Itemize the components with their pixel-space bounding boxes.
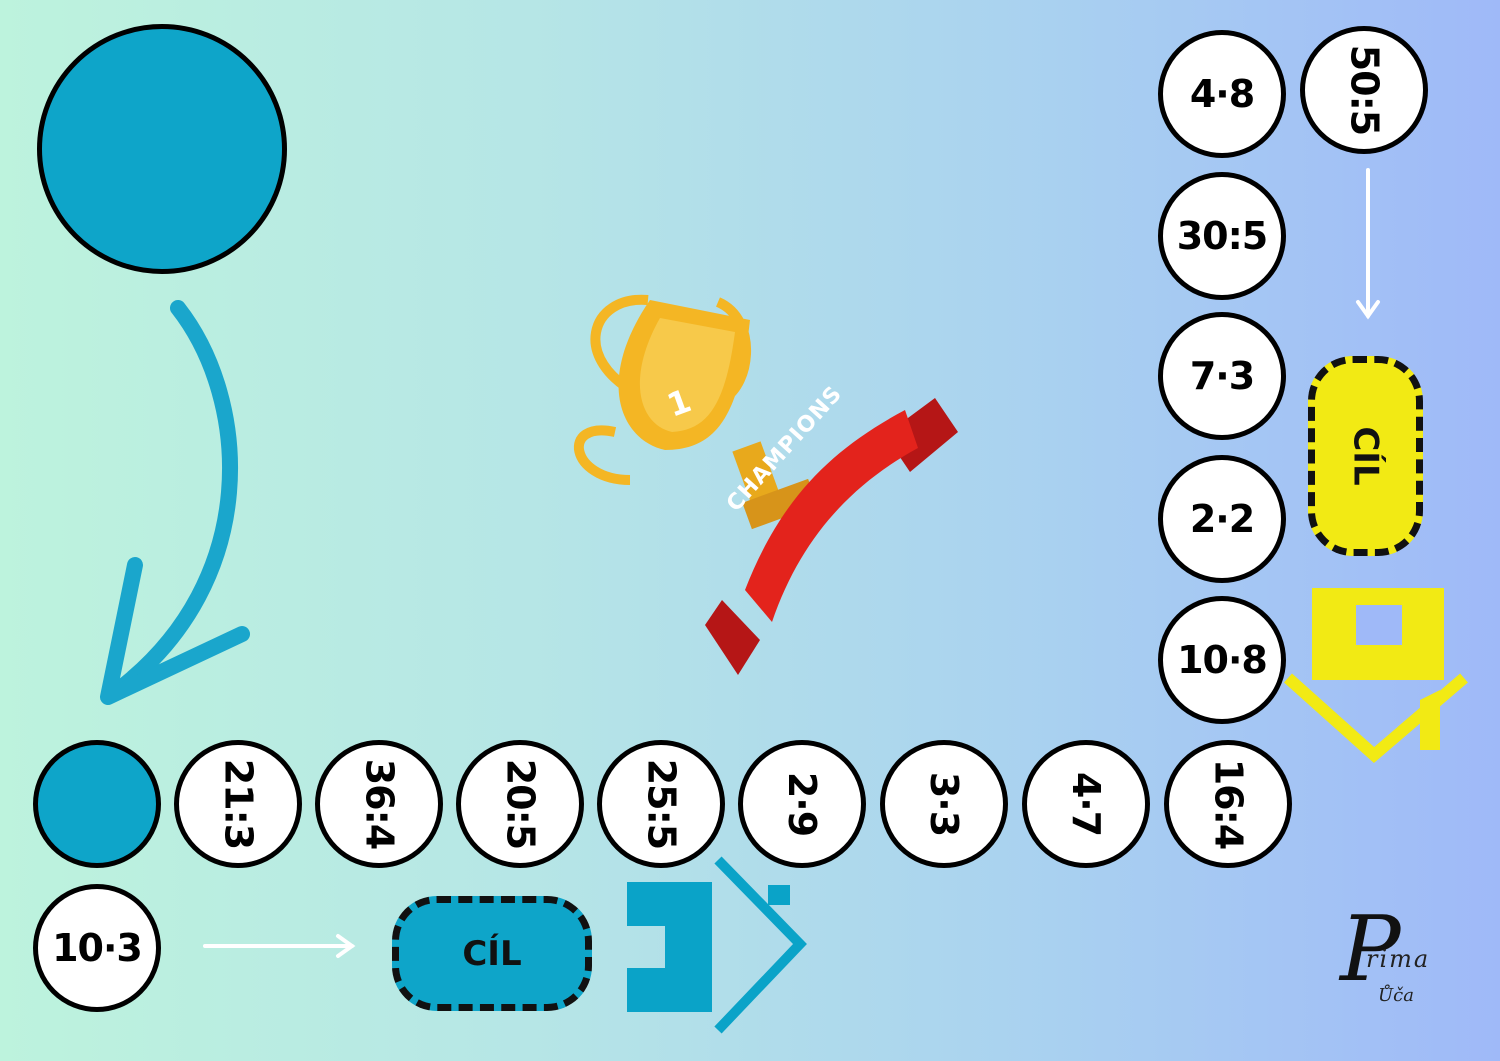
path-cell[interactable]: 36:4 [315,740,443,868]
curved-arrow-icon [100,300,250,705]
logo-top-text: rima [1366,945,1431,973]
finish-yellow[interactable]: CÍL [1308,356,1423,556]
path-cell[interactable]: 21:3 [174,740,302,868]
finish-blue[interactable]: CÍL [392,896,592,1011]
logo: P rima Ůča [1340,905,1450,1025]
trophy-icon [573,294,818,530]
path-cell-top-right[interactable]: 50:5 [1300,26,1428,154]
logo-letter: P [1340,897,1401,1002]
path-cell[interactable]: 16:4 [1164,740,1292,868]
yellow-base-icon [1283,588,1468,763]
path-cell[interactable]: 3·3 [880,740,1008,868]
path-cell[interactable]: 25:5 [597,740,725,868]
path-cell[interactable]: 4·7 [1022,740,1150,868]
blue-start-cell[interactable] [33,740,161,868]
champions-ribbon-icon [705,398,958,675]
blue-base-icon [627,856,807,1034]
path-cell[interactable]: 2·9 [738,740,866,868]
path-cell[interactable]: 7·3 [1158,312,1286,440]
path-cell[interactable]: 2·2 [1158,455,1286,583]
down-arrow-icon [1356,168,1380,320]
path-cell[interactable]: 20:5 [456,740,584,868]
right-arrow-icon [203,934,356,958]
logo-bottom-text: Ůča [1378,985,1414,1006]
path-cell[interactable]: 10·8 [1158,596,1286,724]
path-cell-bottom-left[interactable]: 10·3 [33,884,161,1012]
blue-start-circle[interactable] [37,24,287,274]
path-cell[interactable]: 4·8 [1158,30,1286,158]
path-cell[interactable]: 30:5 [1158,172,1286,300]
